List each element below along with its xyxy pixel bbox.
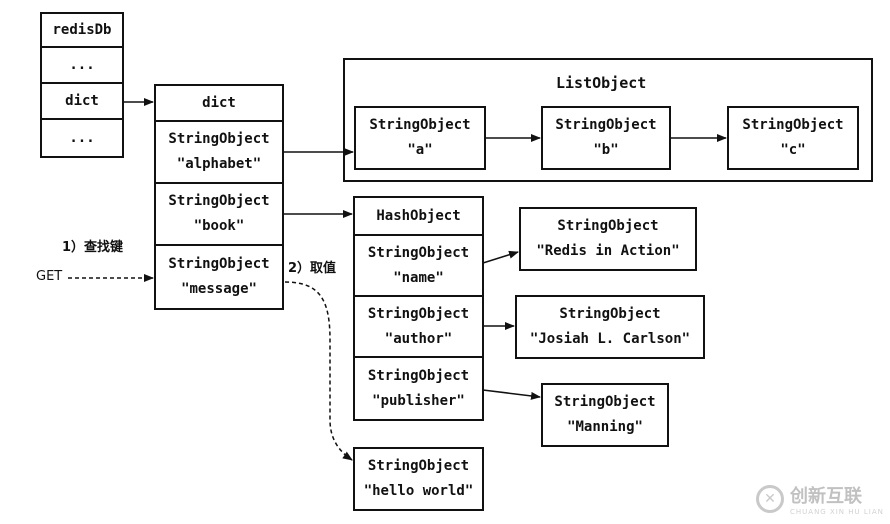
list-item-b: StringObject "b" xyxy=(541,106,671,170)
hash-value-publisher: StringObject "Manning" xyxy=(541,383,669,447)
value-text: "Josiah L. Carlson" xyxy=(529,331,691,347)
entry-key: "message" xyxy=(181,281,257,297)
list-object-frame xyxy=(343,58,873,182)
hash-field-publisher: StringObject "publisher" xyxy=(353,356,484,421)
redisdb-row: ... xyxy=(40,46,124,84)
redisdb-row-dict: dict xyxy=(40,82,124,120)
arrow-name-to-value xyxy=(482,250,519,264)
hash-field-author: StringObject "author" xyxy=(353,295,484,358)
hash-object-title: HashObject xyxy=(353,196,484,236)
watermark-subtext: CHUANG XIN HU LIAN xyxy=(790,508,884,516)
field-key: "name" xyxy=(393,269,444,286)
watermark: ✕ 创新互联 CHUANG XIN HU LIAN xyxy=(756,482,884,516)
arrow-message-to-value xyxy=(284,281,353,461)
dict-entry-book: StringObject "book" xyxy=(154,182,284,246)
list-item-a: StringObject "a" xyxy=(354,106,486,170)
value-type: StringObject xyxy=(559,306,661,322)
step1-label: 1）查找键 xyxy=(62,240,124,255)
step2-label: 2）取值 xyxy=(288,261,337,276)
arrow-publisher-to-value xyxy=(482,389,541,400)
field-type: StringObject xyxy=(367,244,470,261)
list-item-c: StringObject "c" xyxy=(727,106,859,170)
item-type: StringObject xyxy=(555,117,657,133)
hash-value-name: StringObject "Redis in Action" xyxy=(519,207,697,271)
value-text: "Redis in Action" xyxy=(536,243,680,259)
value-text: "Manning" xyxy=(567,419,643,435)
get-label: GET xyxy=(36,269,63,284)
value-type: StringObject xyxy=(367,458,470,474)
redisdb-row: ... xyxy=(40,118,124,158)
list-object-title: ListObject xyxy=(556,74,647,92)
entry-key: "alphabet" xyxy=(176,156,262,172)
entry-key: "book" xyxy=(193,218,245,234)
field-type: StringObject xyxy=(367,305,470,322)
dict-title: dict xyxy=(154,84,284,122)
hash-value-author: StringObject "Josiah L. Carlson" xyxy=(515,295,705,359)
entry-type: StringObject xyxy=(168,193,270,209)
item-value: "a" xyxy=(407,142,433,158)
dict-entry-message: StringObject "message" xyxy=(154,244,284,310)
field-key: "publisher" xyxy=(372,392,465,409)
redisdb-title: redisDb xyxy=(40,12,124,48)
value-type: StringObject xyxy=(554,394,656,410)
item-value: "c" xyxy=(780,142,806,158)
chuangxin-logo-icon: ✕ xyxy=(756,485,784,513)
item-type: StringObject xyxy=(369,117,471,133)
entry-type: StringObject xyxy=(168,131,270,147)
dict-entry-alphabet: StringObject "alphabet" xyxy=(154,120,284,184)
watermark-text: 创新互联 xyxy=(790,486,862,507)
item-value: "b" xyxy=(593,142,619,158)
message-value: StringObject "hello world" xyxy=(353,447,484,511)
field-type: StringObject xyxy=(367,367,470,384)
item-type: StringObject xyxy=(742,117,844,133)
value-type: StringObject xyxy=(557,218,659,234)
value-text: "hello world" xyxy=(363,483,474,499)
hash-field-name: StringObject "name" xyxy=(353,234,484,297)
field-key: "author" xyxy=(384,330,453,347)
entry-type: StringObject xyxy=(168,256,270,272)
